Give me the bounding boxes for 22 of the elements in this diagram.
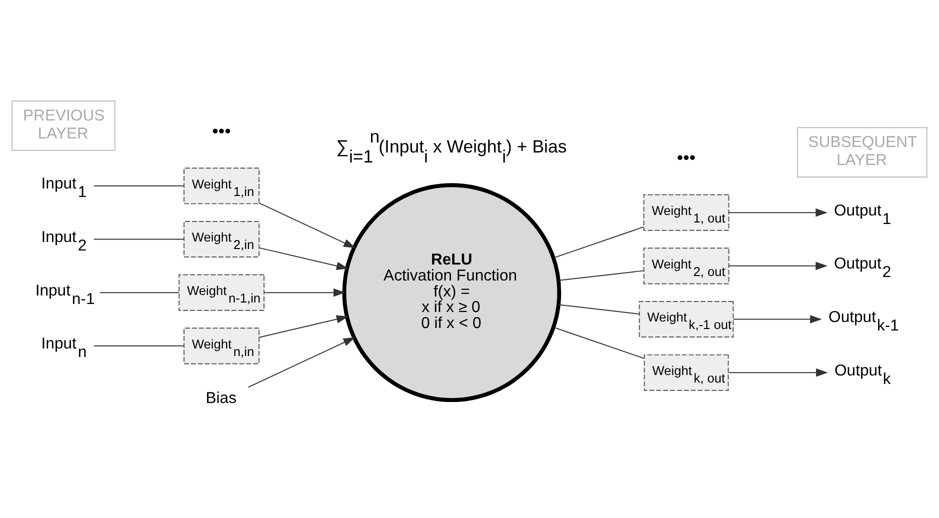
connector [93,345,184,346]
connector [553,326,645,359]
connector [558,304,640,314]
arrow [248,337,356,388]
connector [93,238,184,240]
arrow [258,315,348,338]
node-box: PREVIOUS LAYER [12,100,116,151]
connector [558,270,644,281]
connector [553,226,644,258]
label: ••• [212,120,231,141]
connector [93,185,184,186]
node-box: SUBSEQUENT LAYER [796,127,928,178]
arrow [732,315,822,324]
arrow [728,262,828,270]
arrow [258,202,356,248]
arrow [264,288,346,297]
label: ••• [676,148,696,168]
arrow [728,208,828,217]
connector [99,292,180,294]
arrow [258,247,348,270]
arrow [728,368,828,377]
node-text: Bias [206,390,236,408]
